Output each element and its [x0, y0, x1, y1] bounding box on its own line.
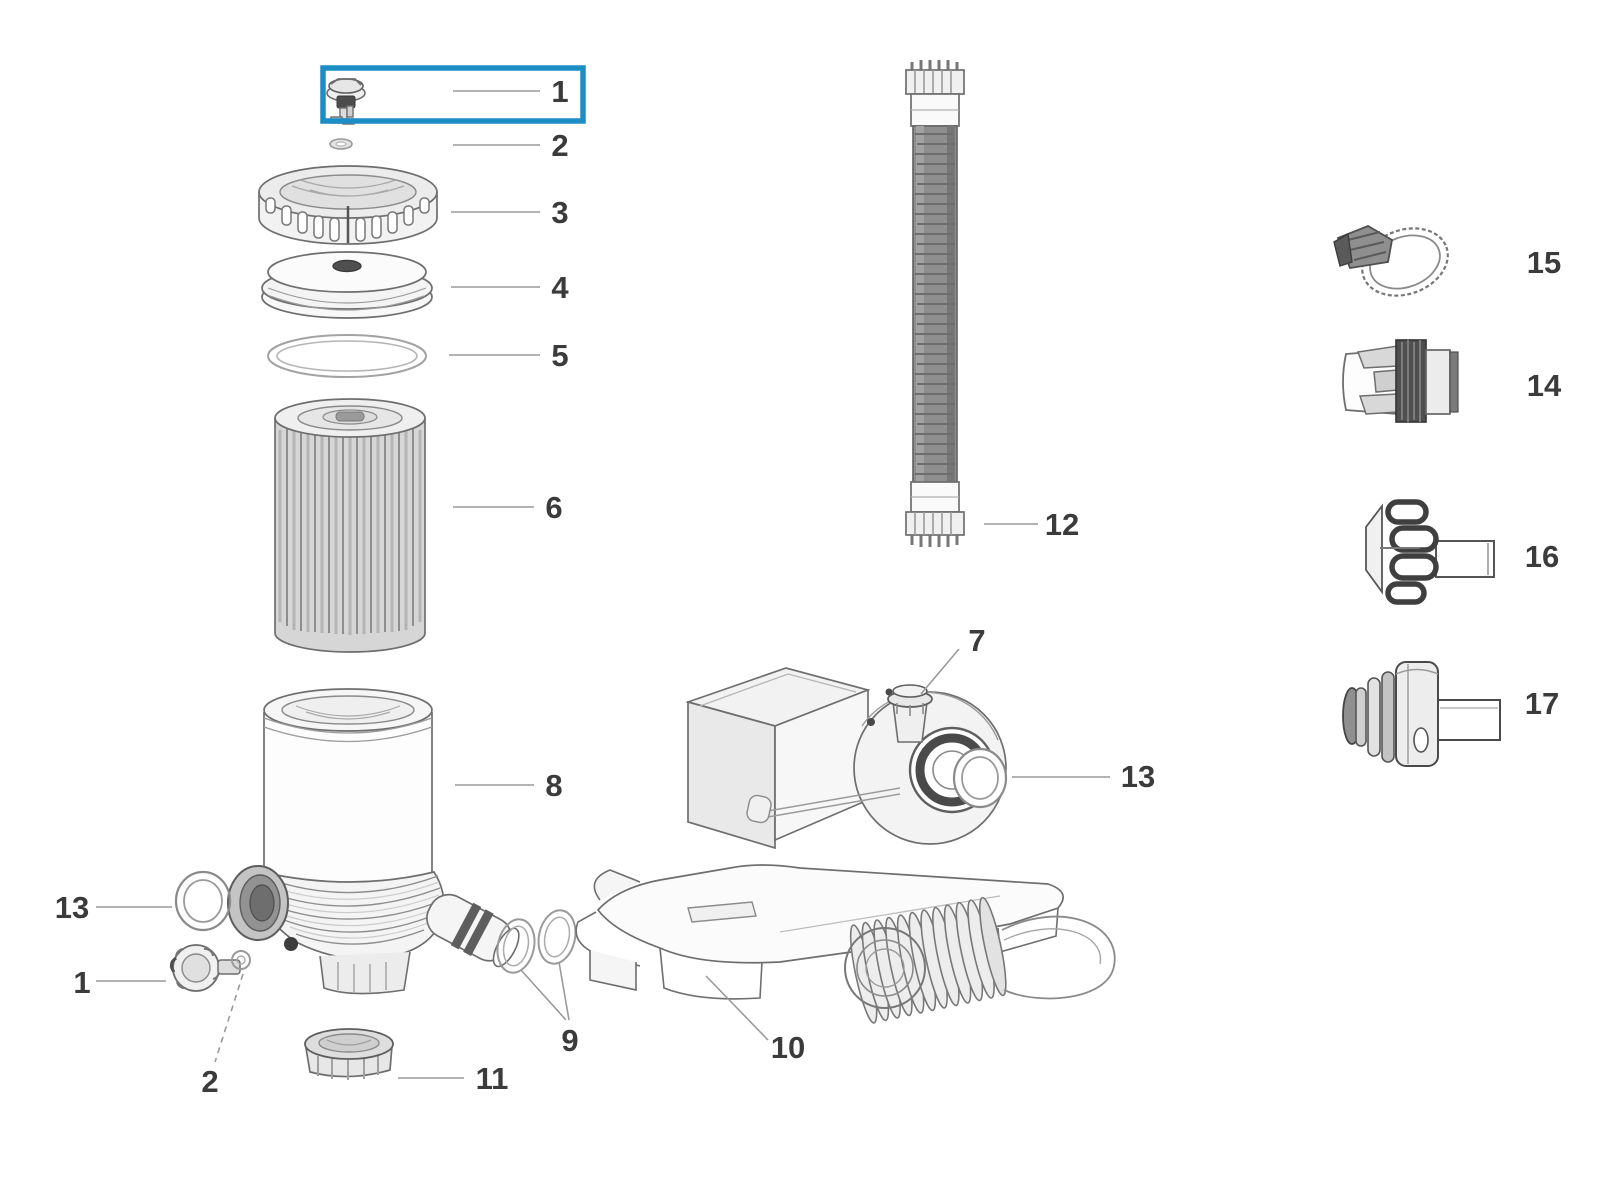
callout-7[interactable]: 7 [968, 623, 985, 658]
part-pump-base[interactable] [575, 864, 1064, 1000]
part-hose-adapter[interactable] [1342, 339, 1459, 423]
part-air-release-valve-top[interactable] [326, 78, 366, 125]
callout-2[interactable]: 2 [551, 128, 568, 163]
selected-part-highlight-box[interactable] [320, 65, 586, 124]
part-pump-air-valve[interactable] [887, 684, 933, 716]
callout-9[interactable]: 9 [561, 1023, 578, 1058]
callout-16[interactable]: 16 [1525, 539, 1559, 574]
callout-1-left[interactable]: 1 [73, 965, 90, 1000]
callout-8[interactable]: 8 [545, 768, 562, 803]
part-oring-right[interactable] [952, 747, 1008, 809]
callout-13-left[interactable]: 13 [55, 890, 89, 925]
part-small-oring-left[interactable] [231, 950, 251, 970]
callout-14[interactable]: 14 [1527, 368, 1562, 403]
callout-10[interactable]: 10 [771, 1030, 805, 1065]
part-plunger-valve[interactable] [1342, 661, 1501, 767]
part-lid-oring[interactable] [267, 334, 427, 378]
callout-12[interactable]: 12 [1045, 507, 1079, 542]
part-hose[interactable] [905, 60, 965, 547]
callout-1-selected[interactable]: 1 [551, 74, 568, 109]
part-knob[interactable] [1365, 499, 1495, 605]
callout-3[interactable]: 3 [551, 195, 568, 230]
callout-11[interactable]: 11 [476, 1061, 509, 1096]
callout-6[interactable]: 6 [545, 490, 562, 525]
callout-15[interactable]: 15 [1527, 245, 1561, 280]
part-small-oring-top[interactable] [329, 138, 353, 150]
leader-lines [96, 90, 1110, 1079]
part-hose-clamp[interactable] [1333, 217, 1457, 307]
part-oring-left[interactable] [174, 870, 232, 932]
part-drain-cap[interactable] [304, 1028, 394, 1080]
callout-17[interactable]: 17 [1525, 686, 1559, 721]
part-housing-lid[interactable] [261, 251, 433, 319]
part-hose-orings[interactable] [493, 907, 580, 976]
part-lock-ring[interactable] [258, 165, 438, 245]
power-cord-coil [844, 896, 1116, 1024]
callout-2-left[interactable]: 2 [201, 1064, 218, 1099]
part-air-release-valve-left[interactable] [169, 944, 241, 992]
part-filter-cartridge[interactable] [274, 398, 426, 653]
part-pump-assembly[interactable] [575, 667, 1116, 1025]
callout-5[interactable]: 5 [551, 338, 568, 373]
callout-13-right[interactable]: 13 [1121, 759, 1155, 794]
callout-4[interactable]: 4 [551, 270, 569, 305]
part-filter-tank[interactable] [227, 688, 525, 995]
